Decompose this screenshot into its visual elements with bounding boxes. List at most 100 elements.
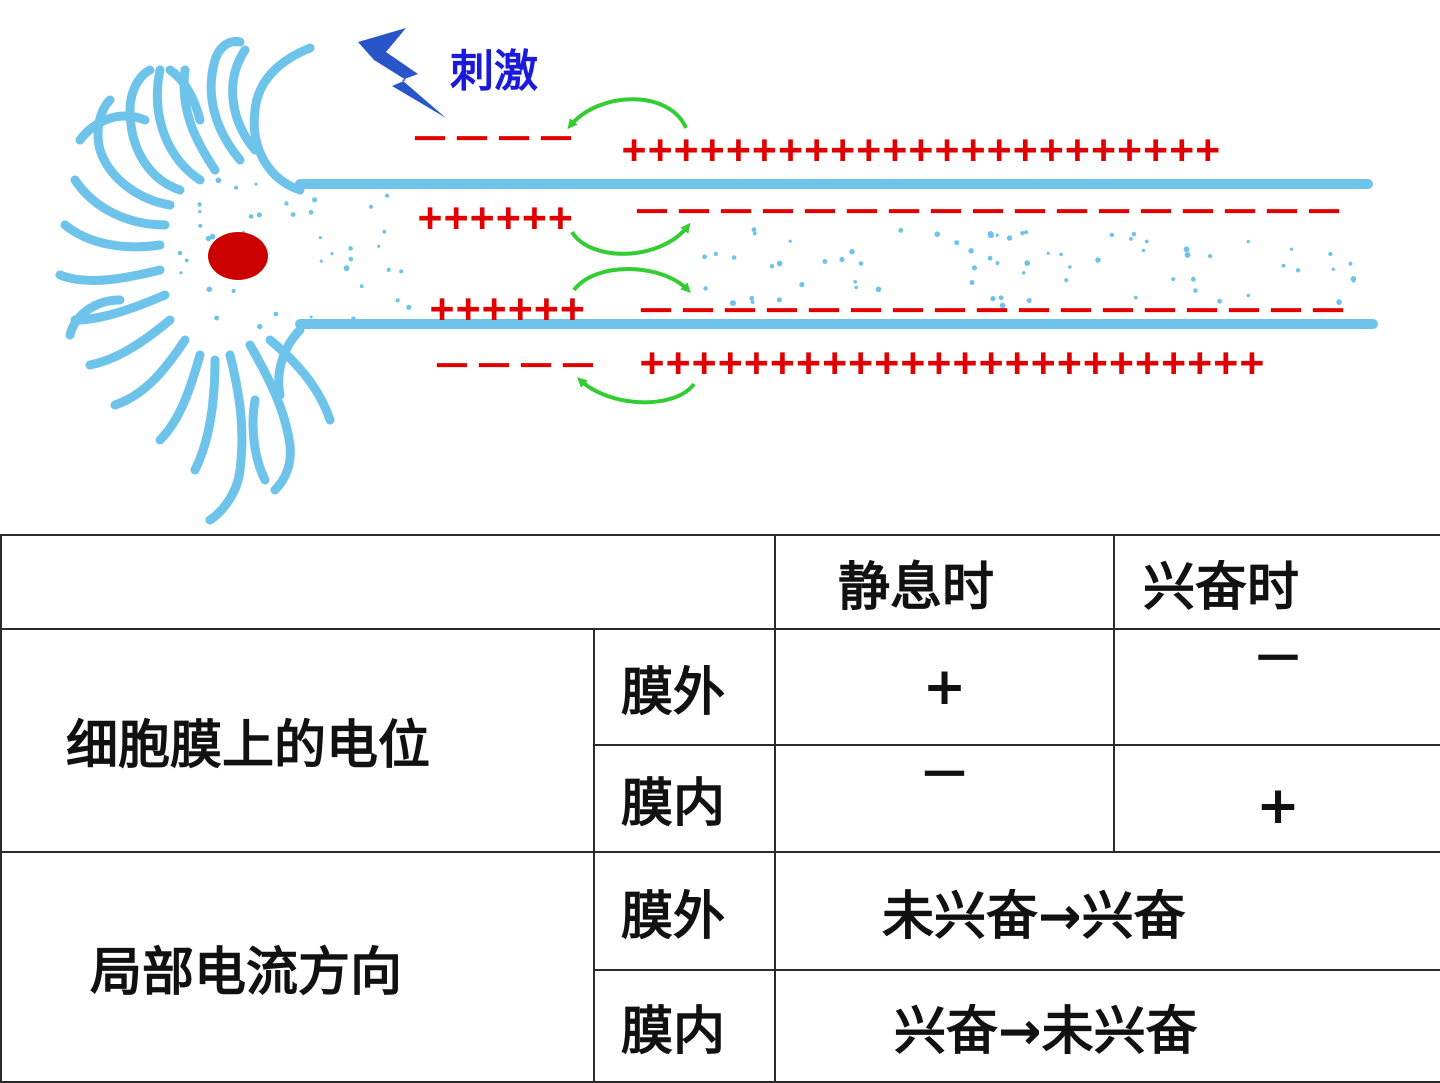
cytoplasm-dot (1217, 298, 1222, 304)
cytoplasm-dot (381, 320, 387, 325)
cytoplasm-dot (399, 269, 404, 274)
cytoplasm-dot (1331, 267, 1335, 271)
current-inner-side: 膜内 (593, 969, 776, 1083)
axon-membrane-bottom (295, 319, 1378, 329)
nucleus (208, 232, 268, 280)
header-resting: 静息时 (774, 534, 1115, 630)
cytoplasm-dot (1046, 251, 1050, 255)
cytoplasm-dot (1129, 237, 1133, 241)
cytoplasm-dot (839, 256, 845, 263)
inner-bottom-excited-charges: ++++++ (430, 286, 587, 332)
stimulus-label: 刺激 (450, 46, 538, 97)
cytoplasm-dot (1295, 268, 1301, 273)
cytoplasm-dot (384, 193, 390, 198)
cytoplasm-dot (386, 267, 391, 272)
inner-top-resting-charges: －－－－－－－－－－－－－－－－－ (632, 190, 1346, 236)
membrane-potential-table: 静息时 兴奋时 细胞膜上的电位 膜外 + － 膜内 － + 局部电流方向 膜外 … (0, 534, 1440, 1083)
potential-outer-side: 膜外 (593, 628, 776, 746)
cytoplasm-dot (776, 297, 782, 303)
cytoplasm-dot (1184, 252, 1191, 258)
cytoplasm-dot (1144, 239, 1149, 244)
cytoplasm-dot (749, 295, 755, 301)
current-arrow-outer-top (567, 97, 688, 130)
potential-inner-excited: + (1113, 744, 1440, 853)
current-arrow-inner-top (570, 222, 691, 256)
inner-bottom-resting-charges: －－－－－－－－－－－－－－－－－ (636, 289, 1350, 335)
potential-inner-resting: － (774, 744, 1115, 853)
cytoplasm-dot (731, 255, 737, 260)
cytoplasm-dot (1024, 260, 1030, 266)
cytoplasm-dot (377, 244, 381, 248)
cytoplasm-dot (248, 214, 254, 219)
cytoplasm-dot (382, 229, 387, 234)
cytoplasm-dot (206, 286, 213, 293)
cytoplasm-dot (1336, 299, 1342, 305)
cytoplasm-dot (214, 315, 220, 321)
cytoplasm-dot (934, 231, 940, 237)
cytoplasm-dot (254, 182, 258, 186)
cytoplasm-dot (1208, 254, 1213, 259)
cytoplasm-dot (1131, 231, 1137, 237)
cytoplasm-dot (369, 204, 373, 209)
cytoplasm-dot (1190, 276, 1196, 282)
cytoplasm-dot (331, 321, 338, 327)
cytoplasm-dot (256, 212, 262, 218)
cytoplasm-dot (995, 261, 1000, 266)
cytoplasm-dot (1020, 231, 1025, 236)
cytoplasm-dot (1281, 263, 1286, 268)
cytoplasm-dot (1193, 288, 1198, 293)
cytoplasm-dot (702, 254, 707, 260)
cytoplasm-dot (898, 228, 904, 233)
outer-bottom-excited-charges: －－－－ (432, 344, 600, 390)
cytoplasm-dot (998, 295, 1004, 301)
cytoplasm-dot (312, 197, 318, 203)
cytoplasm-dot (1109, 232, 1115, 238)
cytoplasm-dot (1064, 278, 1069, 283)
potential-inner-side: 膜内 (593, 744, 776, 853)
cytoplasm-dot (853, 280, 857, 284)
cytoplasm-dot (177, 250, 183, 256)
outer-top-excited-charges: －－－－ (410, 117, 578, 163)
potential-outer-resting: + (774, 628, 1115, 746)
cell-body (55, 37, 335, 525)
cytoplasm-dot (1183, 246, 1190, 253)
cytoplasm-dot (197, 202, 202, 207)
cytoplasm-dot (1059, 252, 1063, 257)
cytoplasm-dot (1351, 278, 1356, 283)
cytoplasm-dot (968, 248, 974, 254)
cytoplasm-dot (290, 212, 296, 217)
cytoplasm-dot (1348, 261, 1353, 266)
cytoplasm-dot (954, 240, 960, 246)
cytoplasm-dot (359, 284, 364, 289)
outer-top-resting-charges: +++++++++++++++++++++++ (622, 127, 1222, 173)
cytoplasm-dot (849, 249, 855, 255)
cytoplasm-dot (1133, 295, 1138, 300)
cytoplasm-dot (751, 227, 757, 233)
cytoplasm-dot (395, 298, 400, 303)
cytoplasm-dot (703, 286, 708, 291)
cytoplasm-dot (198, 209, 202, 214)
cytoplasm-dot (799, 282, 805, 288)
cytoplasm-dot (198, 223, 203, 228)
header-empty-cell (0, 534, 776, 630)
cytoplasm-dot (406, 304, 412, 310)
cytoplasm-dot (1068, 265, 1072, 269)
cytoplasm-dot (999, 302, 1006, 309)
cytoplasm-dot (969, 280, 975, 285)
cytoplasm-dot (1171, 277, 1176, 282)
cytoplasm-dot (1328, 251, 1333, 257)
potential-outer-excited: － (1113, 628, 1440, 746)
cytoplasm-dot (788, 239, 792, 243)
cytoplasm-dot (209, 233, 216, 240)
cytoplasm-dot (319, 259, 323, 263)
header-excited: 兴奋时 (1113, 534, 1440, 630)
lightning-icon (358, 28, 446, 118)
cytoplasm-dot (215, 177, 222, 184)
cytoplasm-dot (1006, 235, 1013, 241)
cytoplasm-dot (750, 300, 755, 304)
cytoplasm-dot (351, 316, 356, 321)
cytoplasm-dot (348, 246, 353, 251)
cytoplasm-dot (769, 264, 775, 269)
cytoplasm-dot (234, 185, 239, 190)
cytoplasm-dot (1021, 271, 1026, 275)
